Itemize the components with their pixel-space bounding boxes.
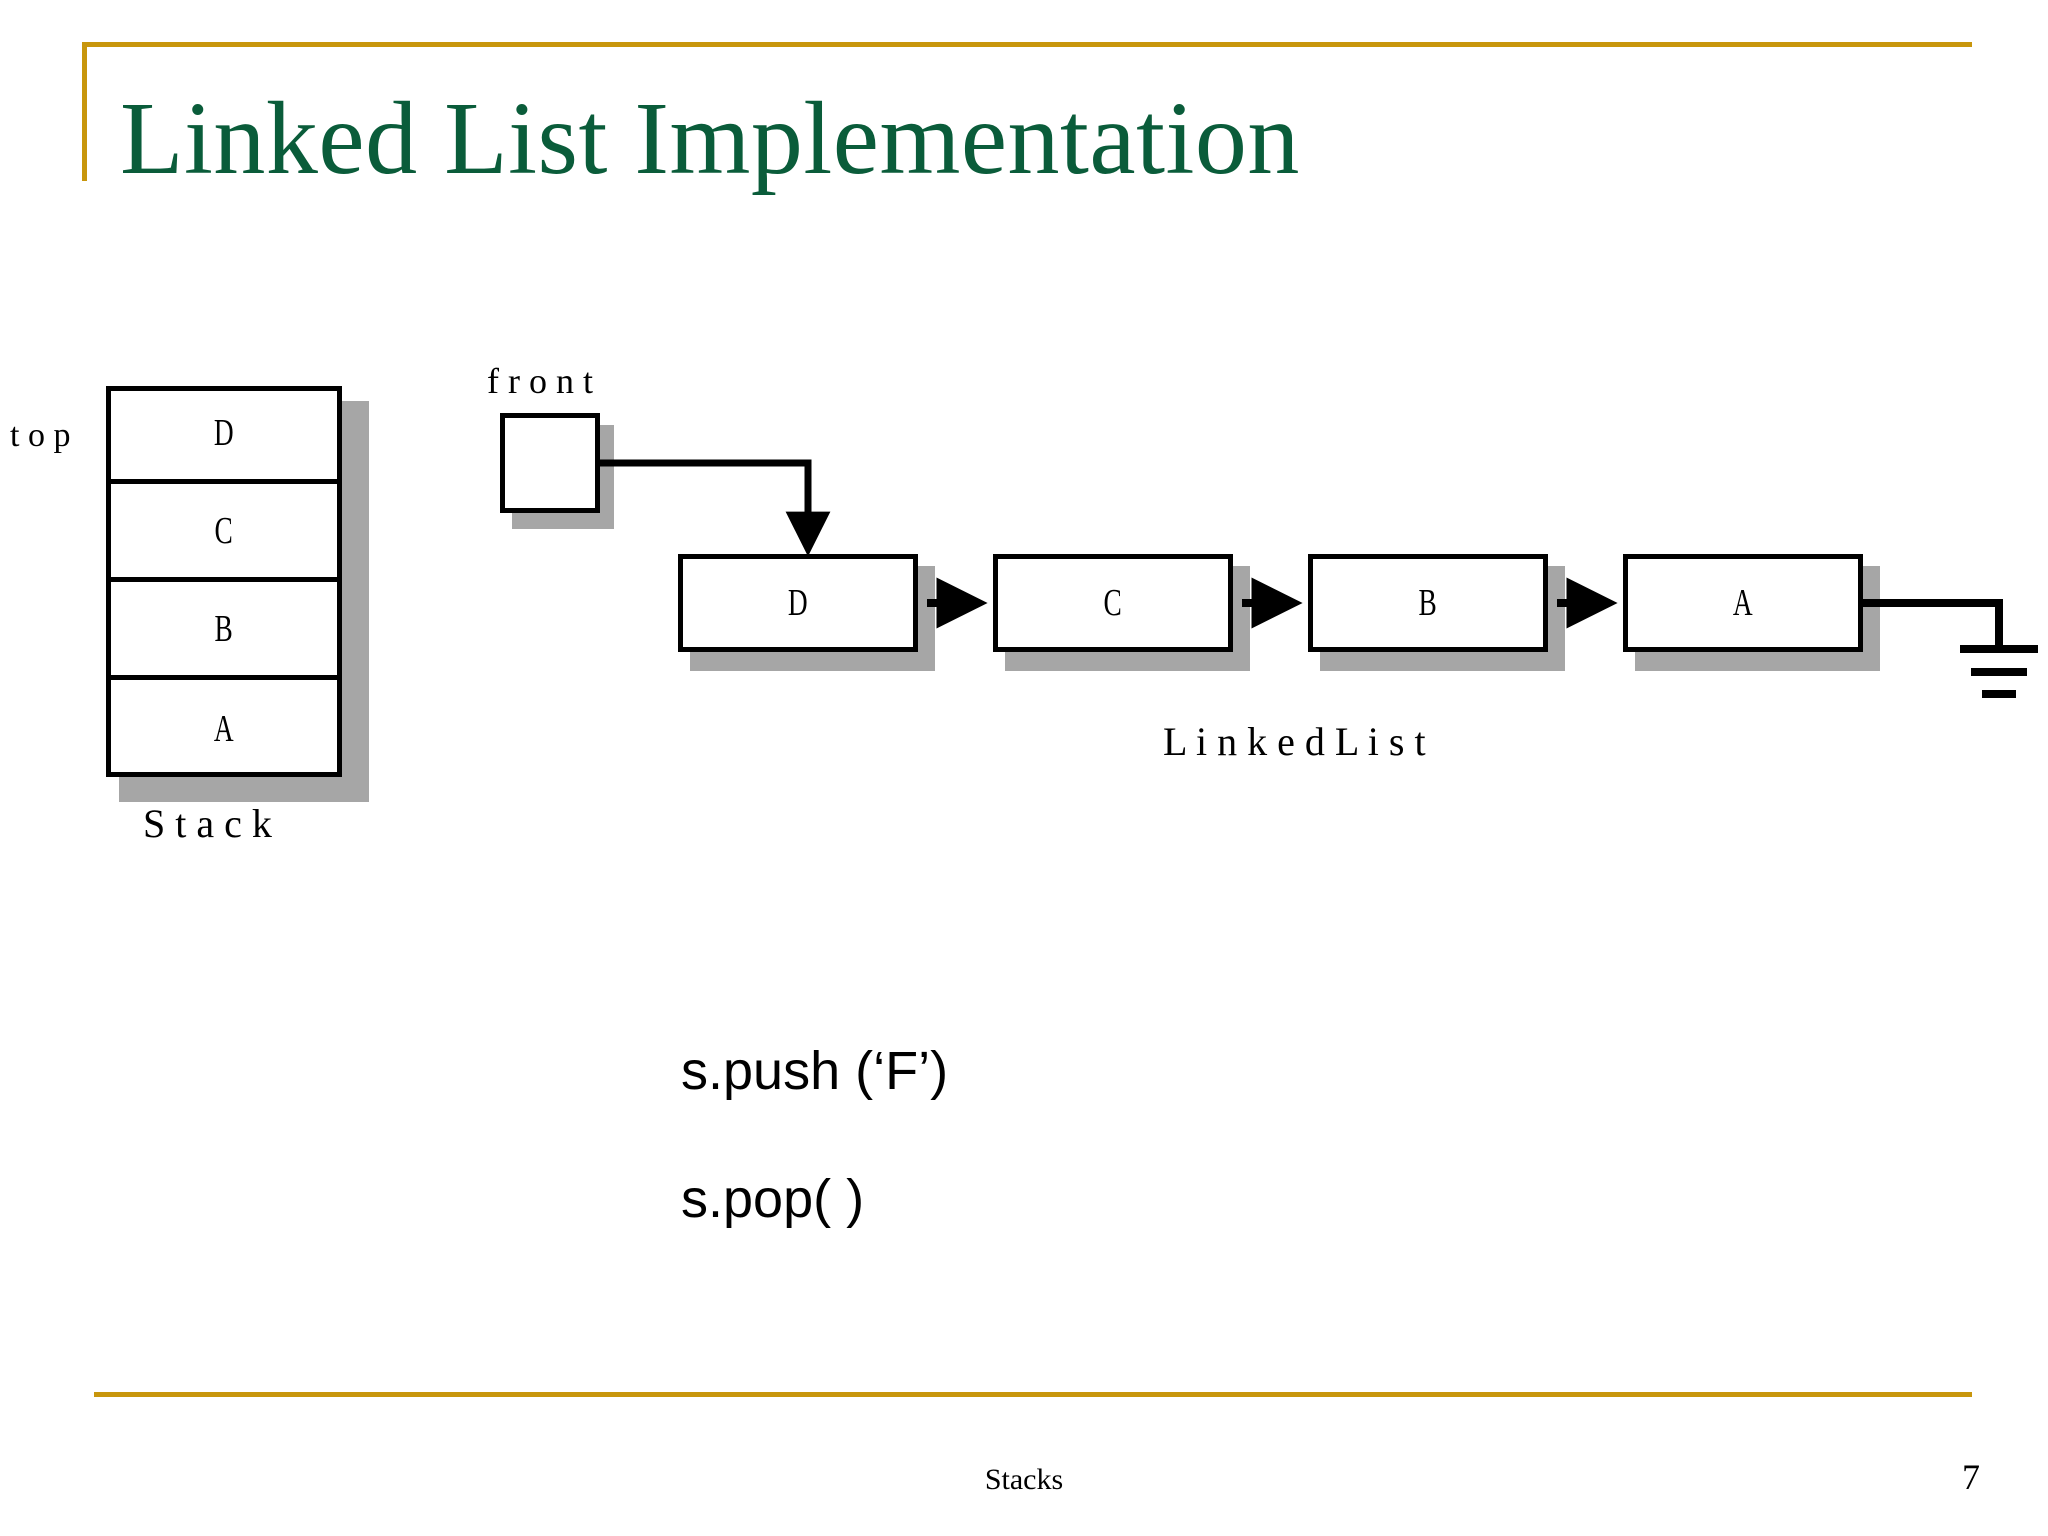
stack-cell-3: A bbox=[106, 680, 342, 778]
node-a-to-ground-wire bbox=[1862, 599, 2003, 648]
stack-cell-0: D bbox=[106, 386, 342, 484]
node-box-c: C bbox=[993, 554, 1233, 652]
node-value: A bbox=[1733, 582, 1753, 624]
node-value: D bbox=[788, 582, 808, 624]
ground-symbol-icon bbox=[1960, 645, 2038, 698]
stack-cell-value: D bbox=[214, 411, 234, 454]
footer-label: Stacks bbox=[984, 1463, 1064, 1496]
node-value: B bbox=[1418, 582, 1438, 624]
node-value: C bbox=[1103, 582, 1123, 624]
node-box-a: A bbox=[1623, 554, 1863, 652]
stack-caption: S t a c k bbox=[143, 801, 272, 846]
front-to-node-d-arrow bbox=[600, 459, 831, 557]
stack-top-pointer-label: t o p bbox=[10, 417, 71, 454]
page-number: 7 bbox=[1962, 1457, 1980, 1497]
linked-list-caption: L i n k e d L i s t bbox=[1163, 719, 1426, 764]
gold-left-rule bbox=[82, 42, 87, 181]
stack-cell-1: C bbox=[106, 484, 342, 582]
stack-cell-value: C bbox=[214, 509, 234, 552]
operation-line-push: s.push (‘F’) bbox=[681, 1041, 949, 1101]
gold-bottom-rule bbox=[94, 1392, 1972, 1397]
stack-cell-value: B bbox=[214, 607, 234, 650]
stack-cell-value: A bbox=[214, 708, 234, 750]
front-pointer-box bbox=[500, 413, 600, 513]
gold-top-rule bbox=[82, 42, 1972, 47]
page-title: Linked List Implementation bbox=[120, 81, 1300, 196]
stack-cell-2: B bbox=[106, 582, 342, 680]
node-box-b: B bbox=[1308, 554, 1548, 652]
front-pointer-label: f r o n t bbox=[487, 361, 593, 401]
node-box-d: D bbox=[678, 554, 918, 652]
operation-line-pop: s.pop( ) bbox=[681, 1169, 865, 1229]
